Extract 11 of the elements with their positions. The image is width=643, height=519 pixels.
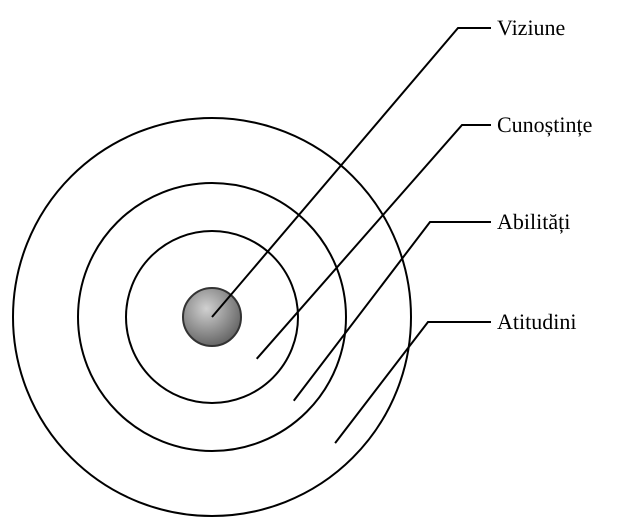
inner-circle	[125, 230, 299, 404]
ring-label: Cunoștințe	[497, 112, 592, 138]
leader-line	[292, 221, 491, 402]
ring-label: Abilități	[497, 209, 570, 235]
leader-line	[211, 27, 491, 318]
leader-line	[256, 124, 491, 360]
ring-label: Atitudini	[497, 309, 576, 335]
leader-line	[334, 321, 491, 444]
ring-label: Viziune	[497, 15, 566, 41]
outer-circle	[12, 117, 412, 517]
middle-circle	[77, 182, 347, 452]
